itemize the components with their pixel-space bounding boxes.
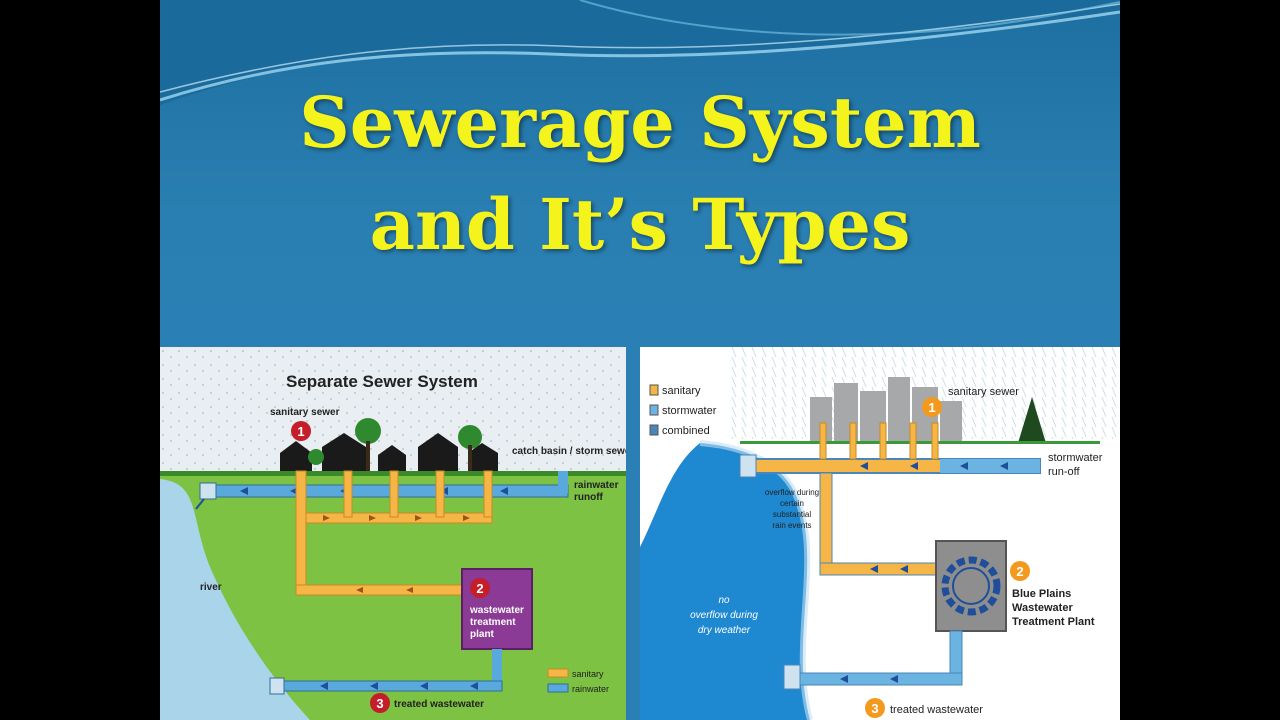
marker-r1: 1 <box>922 397 942 417</box>
svg-text:stormwater: stormwater <box>662 405 717 417</box>
svg-text:1: 1 <box>297 424 304 439</box>
label-rainwater: rainwater <box>574 480 619 491</box>
title-line-2: and It’s Types <box>369 183 911 266</box>
label-r-stormwater: stormwater <box>1048 452 1103 464</box>
label-r-sanitary-sewer: sanitary sewer <box>948 386 1019 398</box>
label-r-overflow-1: overflow during <box>765 488 819 497</box>
outfall-right-bottom <box>783 664 801 690</box>
label-r-no-overflow-3: dry weather <box>698 625 751 636</box>
marker-3: 3 <box>370 693 390 713</box>
river-right <box>640 443 810 720</box>
slide-title: Sewerage System and It’s Types <box>160 72 1120 276</box>
separate-sewer-diagram: 1 2 3 Separate Sewer System sanitary sew… <box>160 347 626 720</box>
label-catch-basin: catch basin / storm sewer <box>512 446 626 457</box>
label-plant-2: treatment <box>470 617 516 628</box>
label-r-overflow-4: rain events <box>772 521 811 530</box>
label-r-no-overflow-2: overflow during <box>690 610 758 621</box>
label-plant-3: plant <box>470 629 495 640</box>
svg-text:sanitary: sanitary <box>662 385 701 397</box>
label-r-plant-1: Blue Plains <box>1012 588 1071 600</box>
left-legend: sanitary rainwater <box>547 668 609 694</box>
svg-text:sanitary: sanitary <box>572 669 604 679</box>
svg-text:2: 2 <box>1016 564 1023 579</box>
river <box>160 479 310 720</box>
outfall-left <box>199 482 217 500</box>
label-r-treated: treated wastewater <box>890 704 983 716</box>
svg-text:2: 2 <box>476 581 483 596</box>
rainwater-pipe <box>203 484 569 498</box>
marker-r2: 2 <box>1010 561 1030 581</box>
wave-decoration <box>160 0 1120 105</box>
tree-right <box>1018 397 1046 443</box>
trees <box>308 418 482 471</box>
label-r-runoff: run-off <box>1048 466 1081 478</box>
houses <box>280 433 498 471</box>
label-r-overflow-2: certain <box>780 499 804 508</box>
marker-r3: 3 <box>865 698 885 718</box>
outfall-bottom <box>269 677 285 695</box>
svg-text:3: 3 <box>871 701 878 716</box>
label-treated: treated wastewater <box>394 699 484 710</box>
label-plant-1: wastewater <box>469 605 524 616</box>
outfall-right-top <box>739 454 757 478</box>
svg-text:1: 1 <box>928 400 935 415</box>
combined-sewer-diagram: 1 2 3 sanitary stormwater combined sanit… <box>640 347 1120 720</box>
title-line-1: Sewerage System <box>299 81 981 164</box>
slide: Sewerage System and It’s Types <box>160 0 1120 720</box>
label-r-no-overflow-1: no <box>718 595 730 606</box>
left-heading: Separate Sewer System <box>286 372 478 391</box>
label-r-overflow-3: substantial <box>773 510 811 519</box>
marker-2: 2 <box>470 578 490 598</box>
label-r-plant-2: Wastewater <box>1012 602 1073 614</box>
svg-text:3: 3 <box>376 696 383 711</box>
label-sanitary-sewer: sanitary sewer <box>270 407 340 418</box>
marker-1: 1 <box>291 421 311 441</box>
label-r-plant-3: Treatment Plant <box>1012 616 1095 628</box>
svg-text:rainwater: rainwater <box>572 684 609 694</box>
svg-text:combined: combined <box>662 425 710 437</box>
label-river: river <box>200 582 222 593</box>
right-legend: sanitary stormwater combined <box>649 384 717 437</box>
label-runoff: runoff <box>574 492 604 503</box>
